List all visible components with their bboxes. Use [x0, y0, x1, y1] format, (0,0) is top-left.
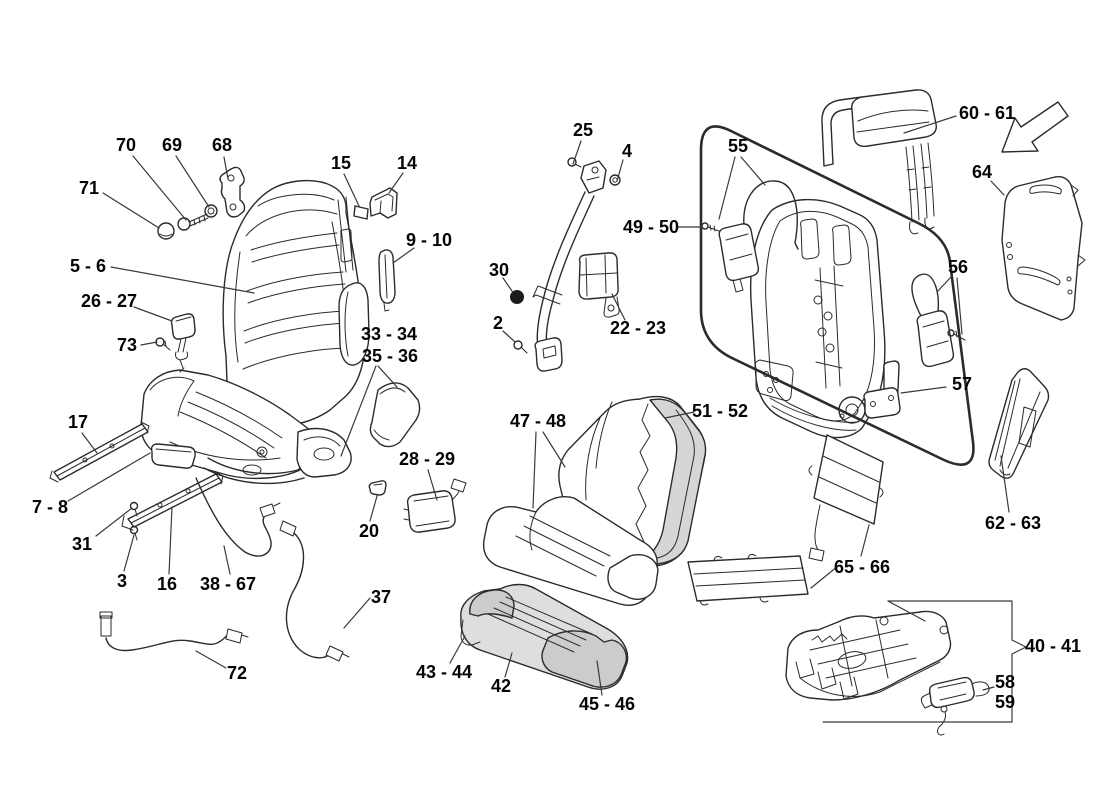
- back-panel-64: [1001, 175, 1086, 321]
- part-label-45-46: 45 - 46: [578, 694, 636, 714]
- screw-49-50: [701, 222, 720, 232]
- seat-rails: [49, 421, 224, 541]
- headrest-60-61: [821, 89, 937, 235]
- part-label-4: 4: [621, 141, 633, 161]
- backrest-frame: [749, 198, 886, 439]
- side-pad-33-36: [369, 382, 421, 448]
- part-label-65-66: 65 - 66: [833, 557, 891, 577]
- part-label-64: 64: [971, 162, 993, 182]
- part-label-58: 58: [994, 672, 1016, 692]
- part-label-43-44: 43 - 44: [415, 662, 473, 682]
- part-label-62-63: 62 - 63: [984, 513, 1042, 533]
- part-label-59: 59: [994, 692, 1016, 712]
- part-label-68: 68: [211, 135, 233, 155]
- cable-37: [279, 520, 350, 662]
- part-label-72: 72: [226, 663, 248, 683]
- tensioner-56: [911, 273, 966, 368]
- direction-arrow-icon: [1001, 101, 1069, 153]
- cable-38-67: [195, 477, 281, 557]
- part-label-15: 15: [330, 153, 352, 173]
- part-label-2: 2: [492, 313, 504, 333]
- bracket-40-41: [822, 600, 1027, 723]
- plug-30: [510, 290, 524, 304]
- part-label-33-34: 33 - 34: [360, 324, 418, 344]
- part-label-30: 30: [488, 260, 510, 280]
- part-label-47-48: 47 - 48: [509, 411, 567, 431]
- part-label-71: 71: [78, 178, 100, 198]
- side-trim-62-63: [988, 368, 1050, 479]
- part-label-60-61: 60 - 61: [958, 103, 1016, 123]
- part-label-31: 31: [71, 534, 93, 554]
- buckle-26-27: [155, 313, 196, 373]
- part-label-9-10: 9 - 10: [405, 230, 453, 250]
- leader-lines: [67, 115, 1010, 696]
- part-label-49-50: 49 - 50: [622, 217, 680, 237]
- part-label-51-52: 51 - 52: [691, 401, 749, 421]
- part-label-35-36: 35 - 36: [361, 346, 419, 366]
- unit-28-29: [403, 478, 467, 533]
- part-label-56: 56: [947, 257, 969, 277]
- part-label-7-8: 7 - 8: [31, 497, 69, 517]
- part-label-73: 73: [116, 335, 138, 355]
- clip-20: [368, 480, 387, 496]
- part-label-28-29: 28 - 29: [398, 449, 456, 469]
- part-label-17: 17: [67, 412, 89, 432]
- part-label-38-67: 38 - 67: [199, 574, 257, 594]
- part-label-20: 20: [358, 521, 380, 541]
- tensioner-55: [718, 180, 799, 293]
- seat-assembly-5-6: [140, 179, 370, 485]
- heater-mats-65-66: [687, 434, 884, 606]
- seat-cushion-upper: [482, 496, 659, 606]
- bracket-57: [863, 360, 901, 419]
- seatbelt-assembly: [510, 157, 621, 372]
- part-label-26-27: 26 - 27: [80, 291, 138, 311]
- part-label-55: 55: [727, 136, 749, 156]
- part-label-70: 70: [115, 135, 137, 155]
- part-label-14: 14: [396, 153, 418, 173]
- hardware-top-left: [157, 166, 246, 240]
- seat-pan-40-41: [785, 610, 952, 701]
- part-label-42: 42: [490, 676, 512, 696]
- part-label-22-23: 22 - 23: [609, 318, 667, 338]
- seat-cushion-lower: [460, 583, 629, 690]
- latch-58-59: [920, 676, 990, 736]
- cable-72: [99, 611, 249, 652]
- part-label-3: 3: [116, 571, 128, 591]
- part-label-25: 25: [572, 120, 594, 140]
- trim-parts-top: [353, 187, 398, 312]
- part-label-57: 57: [951, 374, 973, 394]
- part-label-40-41: 40 - 41: [1024, 636, 1082, 656]
- part-label-37: 37: [370, 587, 392, 607]
- part-label-5-6: 5 - 6: [69, 256, 107, 276]
- part-label-16: 16: [156, 574, 178, 594]
- part-label-69: 69: [161, 135, 183, 155]
- backrest-frame-box: [699, 125, 975, 466]
